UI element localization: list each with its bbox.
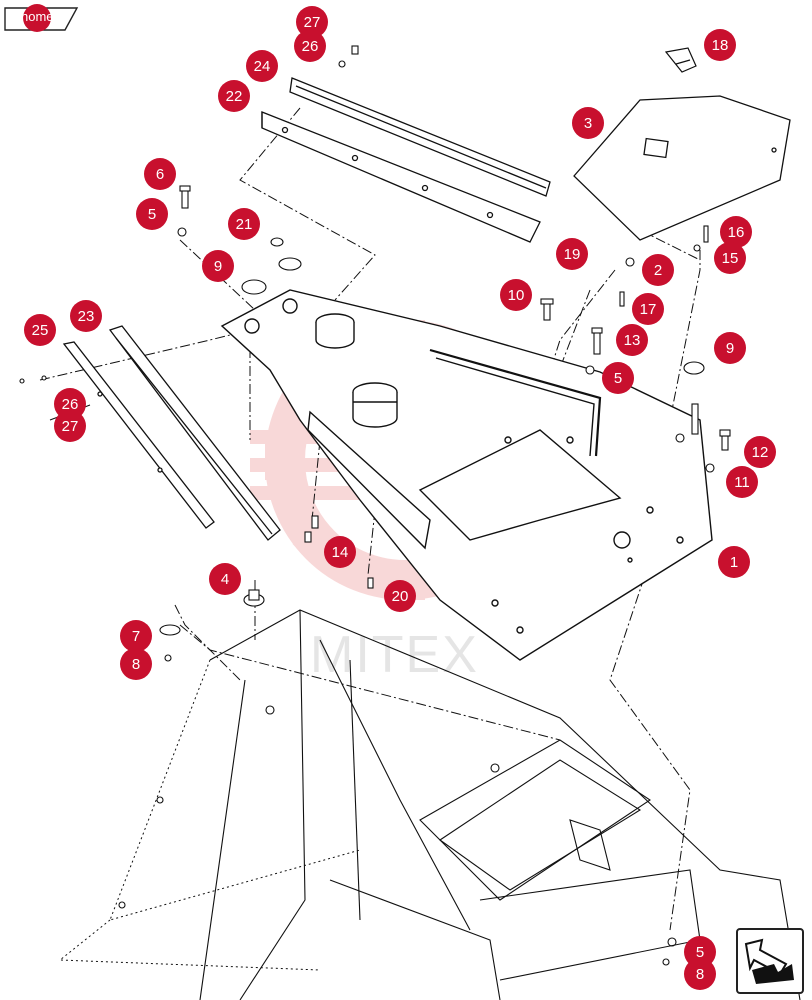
top-rail-24	[289, 77, 551, 197]
svg-text:23: 23	[78, 308, 95, 325]
svg-text:3: 3	[584, 115, 592, 132]
top-rail-22	[261, 111, 541, 243]
callout-26[interactable]: 26	[294, 30, 326, 62]
svg-text:27: 27	[62, 418, 79, 435]
svg-text:26: 26	[62, 396, 79, 413]
fasteners	[19, 45, 731, 966]
cab-frame	[118, 609, 801, 1000]
callout-10[interactable]: 10	[500, 279, 532, 311]
svg-text:12: 12	[752, 444, 769, 461]
callout-8-left[interactable]: 8	[120, 648, 152, 680]
svg-text:18: 18	[712, 37, 729, 54]
svg-text:9: 9	[214, 258, 222, 275]
callout-9-left[interactable]: 9	[202, 250, 234, 282]
side-rail-23	[108, 325, 281, 541]
callout-18[interactable]: 18	[704, 29, 736, 61]
svg-text:5: 5	[614, 370, 622, 387]
svg-text:7: 7	[132, 628, 140, 645]
callout-27-left[interactable]: 27	[54, 410, 86, 442]
callout-20[interactable]: 20	[384, 580, 416, 612]
next-page-button[interactable]	[736, 928, 804, 994]
callout-5-lower[interactable]: 5	[684, 936, 716, 968]
side-rail-25	[62, 341, 215, 529]
svg-text:5: 5	[148, 206, 156, 223]
clip-18	[664, 47, 697, 73]
svg-text:22: 22	[226, 88, 243, 105]
cover-plate-3	[573, 95, 791, 241]
callout-27[interactable]: 27	[296, 6, 328, 38]
callout-12[interactable]: 12	[744, 436, 776, 468]
callout-6[interactable]: 6	[144, 158, 176, 190]
svg-text:17: 17	[640, 301, 657, 318]
callout-17[interactable]: 17	[632, 293, 664, 325]
svg-text:15: 15	[722, 250, 739, 267]
svg-text:1: 1	[730, 554, 738, 571]
callout-4[interactable]: 4	[209, 563, 241, 595]
svg-text:9: 9	[726, 340, 734, 357]
svg-text:11: 11	[734, 474, 750, 491]
svg-text:4: 4	[221, 571, 229, 588]
callout-24[interactable]: 24	[246, 50, 278, 82]
callout-15[interactable]: 15	[714, 242, 746, 274]
svg-text:2: 2	[654, 262, 662, 279]
home-icon	[4, 4, 79, 32]
callout-14[interactable]: 14	[324, 536, 356, 568]
callout-3[interactable]: 3	[572, 107, 604, 139]
callout-26-left[interactable]: 26	[54, 388, 86, 420]
home-button-label: home	[21, 9, 54, 24]
callout-8-lower[interactable]: 8	[684, 958, 716, 990]
callout-25[interactable]: 25	[24, 314, 56, 346]
svg-text:5: 5	[696, 944, 704, 961]
svg-text:8: 8	[696, 966, 704, 983]
svg-text:10: 10	[508, 287, 525, 304]
svg-text:13: 13	[624, 332, 641, 349]
callout-2[interactable]: 2	[642, 254, 674, 286]
callout-5-upper[interactable]: 5	[136, 198, 168, 230]
callout-9-right[interactable]: 9	[714, 332, 746, 364]
callout-22[interactable]: 22	[218, 80, 250, 112]
watermark-text: MITEX	[310, 626, 479, 684]
home-button[interactable]: home	[3, 4, 79, 32]
svg-text:24: 24	[254, 58, 271, 75]
svg-text:6: 6	[156, 166, 164, 183]
callout-21[interactable]: 21	[228, 208, 260, 240]
callout-7[interactable]: 7	[120, 620, 152, 652]
svg-text:26: 26	[302, 38, 319, 55]
callout-23[interactable]: 23	[70, 300, 102, 332]
callouts: 27 26 24 22 18 3 6 5 21 9 19 16 15 2 10 …	[24, 6, 776, 990]
svg-text:20: 20	[392, 588, 409, 605]
next-page-arrow-icon	[744, 938, 794, 984]
svg-text:14: 14	[332, 544, 349, 561]
callout-5-middle[interactable]: 5	[602, 362, 634, 394]
svg-text:21: 21	[236, 216, 253, 233]
svg-text:27: 27	[304, 14, 321, 31]
svg-text:8: 8	[132, 656, 140, 673]
svg-text:19: 19	[564, 246, 581, 263]
callout-13[interactable]: 13	[616, 324, 648, 356]
floor-plate-1	[220, 289, 713, 661]
callout-19[interactable]: 19	[556, 238, 588, 270]
panel-dotted	[58, 659, 361, 971]
callout-16[interactable]: 16	[720, 216, 752, 248]
svg-text:16: 16	[728, 224, 745, 241]
callout-11[interactable]: 11	[726, 466, 758, 498]
svg-text:25: 25	[32, 322, 49, 339]
callout-1[interactable]: 1	[718, 546, 750, 578]
